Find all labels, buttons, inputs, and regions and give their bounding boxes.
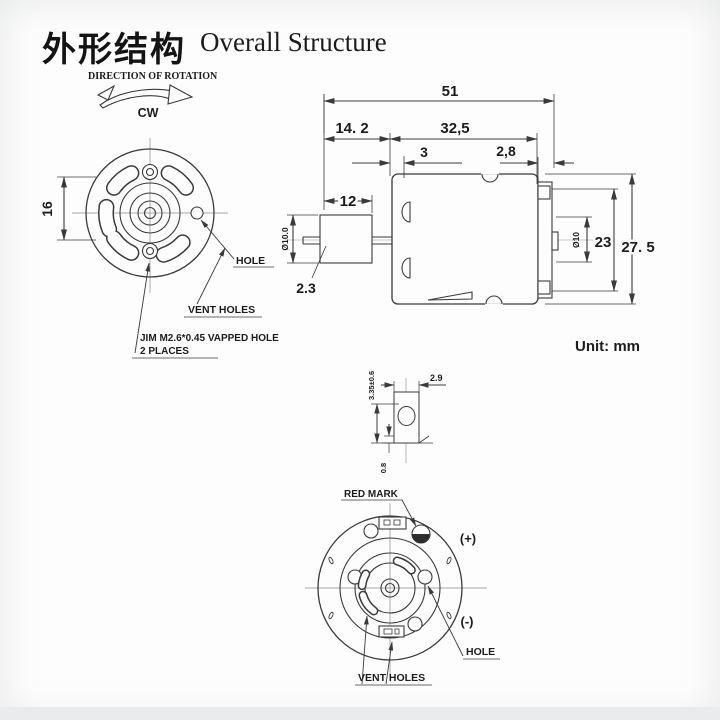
rear-hole-label: HOLE [466, 646, 495, 658]
dim-boss-depth: 3 [352, 144, 462, 178]
rear-vent-slots [357, 556, 416, 616]
dim-shaft-diameter-label: 2.3 [296, 280, 316, 296]
rear-view: RED MARK (+) (-) HOLE VENT HOLES [305, 489, 500, 686]
dim-body-length-label: 32,5 [440, 120, 469, 137]
front-hub-circle [129, 192, 171, 234]
dim-terminal-span-label: 23 [595, 234, 612, 251]
unit-label: Unit: mm [575, 338, 640, 355]
red-mark-label: RED MARK [344, 489, 399, 500]
direction-of-rotation-block: DIRECTION OF ROTATION CW [88, 71, 218, 120]
front-outer-case-circle [85, 148, 215, 278]
page-title-chinese: 外形结构 [42, 31, 186, 69]
body-vent-hole-top [401, 201, 411, 223]
dim-terminal-height-label: 3.35±0.6 [367, 371, 376, 400]
front-tapped-holes [141, 163, 159, 260]
body-bottom-notch [485, 295, 503, 305]
rear-shaft-end [384, 582, 396, 594]
front-vent-holes-label: VENT HOLES [188, 304, 255, 316]
dim-cap-depth-label: 2,8 [496, 143, 516, 159]
front-vent-holes-callout: VENT HOLES [184, 247, 262, 318]
dim-front-section-label: 14. 2 [335, 120, 368, 137]
dim-body-diameter-label: 27. 5 [621, 239, 654, 256]
terminal-bottom [537, 280, 551, 295]
dim-cap-boss-diameter-label: Ø10 [571, 232, 581, 248]
body-top-notch [481, 173, 499, 183]
direction-of-rotation-label: DIRECTION OF ROTATION [88, 71, 218, 82]
cw-label: CW [138, 106, 159, 120]
photo-edge-strip [0, 707, 720, 720]
terminal-top [537, 185, 551, 200]
rear-rim-notches [328, 556, 452, 620]
end-cap [537, 181, 559, 299]
dim-total-length-label: 51 [442, 83, 459, 100]
front-dim-16: 16 [39, 176, 96, 241]
dim-shaft-gear-length: 12 [323, 94, 373, 213]
dim-body-diameter: 27. 5 [545, 173, 657, 305]
front-dim-16-label: 16 [39, 201, 55, 217]
front-view: 16 HOLE VENT HOLES JIM M2.6*0.45 VAPPED … [39, 138, 279, 359]
rear-vent-holes-label: VENT HOLES [358, 672, 425, 684]
front-tapped-hole-note-line2: 2 PLACES [140, 346, 189, 357]
front-tapped-hole-callout: JIM M2.6*0.45 VAPPED HOLE 2 PLACES [132, 262, 279, 359]
dim-terminal-span: 23 [552, 188, 618, 292]
body-bottom-tab [427, 291, 473, 301]
rear-boss-ring [354, 552, 426, 624]
positive-terminal-label: (+) [460, 531, 476, 546]
dim-shaft-gear-length-label: 12 [340, 193, 357, 210]
motor-body [391, 172, 539, 306]
rear-outer-case-circle [317, 515, 463, 661]
dim-terminal-width: 2.9 [381, 373, 446, 392]
cw-arrow-icon [96, 84, 194, 109]
dim-gear-diameter: Ø10.0 [280, 214, 318, 264]
terminal-hole [397, 406, 416, 426]
front-vent-slots [98, 165, 194, 263]
rear-hole-top-left [363, 523, 379, 539]
shaft-gear [319, 214, 373, 264]
terminal-detail-view: 2.9 3.35±0.6 0.8 [367, 371, 446, 473]
rear-screw-hole-right [417, 569, 433, 585]
page-title-english: Overall Structure [200, 27, 387, 57]
dim-boss-depth-label: 3 [420, 144, 428, 160]
dim-terminal-thickness-label: 0.8 [379, 463, 388, 473]
front-tapped-hole-note-line1: JIM M2.6*0.45 VAPPED HOLE [140, 333, 279, 344]
rear-terminal-bottom [378, 625, 405, 638]
rear-vent-holes-callout: VENT HOLES [355, 615, 432, 686]
red-mark-callout: RED MARK [341, 489, 417, 527]
rear-hole-bottom-right [407, 616, 423, 632]
body-vent-hole-bottom [401, 257, 411, 279]
dim-terminal-thickness: 0.8 [379, 424, 394, 473]
side-view: 51 14. 2 32,5 3 [280, 83, 657, 306]
front-collar-circle [137, 200, 163, 226]
dim-front-section: 14. 2 32,5 [323, 120, 538, 184]
front-shaft-circle [143, 206, 157, 220]
rear-endbell-circle [339, 537, 441, 639]
rear-terminal-top [378, 516, 407, 530]
front-hole-label: HOLE [236, 255, 265, 267]
end-cap-bump [551, 231, 559, 251]
front-hole-callout: HOLE [200, 219, 274, 268]
dim-terminal-width-label: 2.9 [430, 373, 443, 383]
rear-bearing-hole [380, 578, 400, 598]
rear-hole-callout: HOLE [427, 585, 500, 660]
front-small-hole [190, 206, 204, 220]
dim-gear-diameter-label: Ø10.0 [280, 227, 290, 250]
dim-shaft-diameter: 2.3 [296, 245, 327, 296]
dim-cap-depth: 2,8 [496, 143, 574, 181]
red-mark-dot [411, 524, 431, 544]
negative-terminal-label: (-) [461, 614, 474, 629]
dim-terminal-height: 3.35±0.6 [367, 371, 399, 444]
dim-total-length: 51 [323, 83, 555, 168]
dim-cap-boss-diameter: Ø10 [556, 216, 592, 263]
